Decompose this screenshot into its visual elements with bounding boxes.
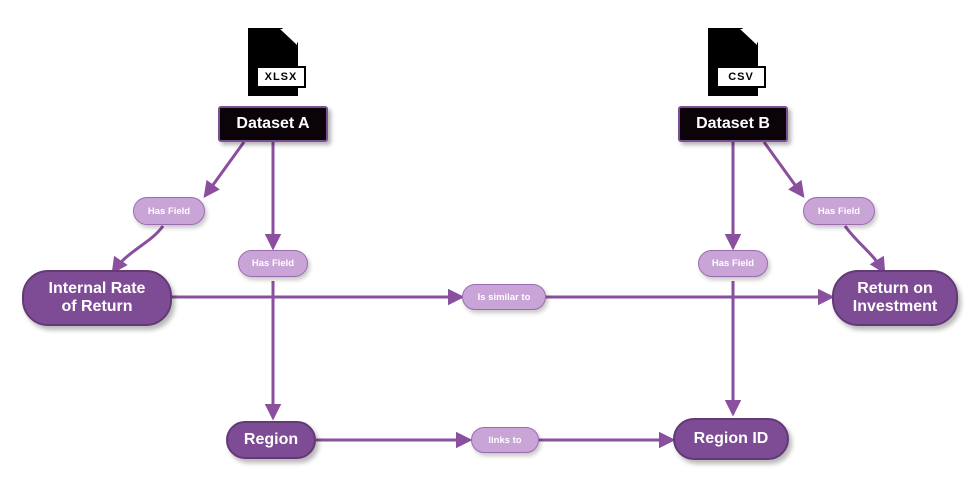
- node-region-id[interactable]: Region ID: [673, 418, 789, 460]
- edge-label-text: Has Field: [147, 205, 191, 217]
- node-irr-label-line1: Internal Rate: [48, 280, 146, 298]
- node-return-on-investment[interactable]: Return on Investment: [832, 270, 958, 326]
- xlsx-file-icon: XLSX: [248, 28, 306, 96]
- node-internal-rate-of-return[interactable]: Internal Rate of Return: [22, 270, 172, 326]
- edge-dataset-b-to-has-field-roi: [762, 141, 805, 199]
- edge-label-has-field-a-irr[interactable]: Has Field: [133, 197, 205, 225]
- edge-label-links-to[interactable]: links to: [471, 427, 539, 453]
- node-region-id-label: Region ID: [693, 430, 769, 448]
- node-roi-label-line2: Investment: [852, 298, 938, 315]
- edge-dataset-a-to-has-field-irr: [203, 141, 246, 199]
- node-dataset-a-label: Dataset A: [236, 115, 310, 132]
- node-region[interactable]: Region: [226, 421, 316, 459]
- edge-label-text: Is similar to: [477, 291, 531, 303]
- node-region-label: Region: [243, 431, 299, 449]
- node-roi-label-line1: Return on: [857, 280, 933, 298]
- file-extension-badge: XLSX: [256, 66, 306, 88]
- node-dataset-b[interactable]: Dataset B: [678, 106, 788, 142]
- edge-label-text: Has Field: [817, 205, 861, 217]
- edge-label-text: Has Field: [711, 258, 755, 269]
- node-dataset-b-label: Dataset B: [696, 115, 770, 132]
- file-extension-badge: CSV: [716, 66, 766, 88]
- edge-label-has-field-b-region-id[interactable]: Has Field: [698, 250, 768, 277]
- edge-has-field-to-roi: [843, 225, 886, 275]
- csv-file-icon: CSV: [708, 28, 766, 96]
- edge-label-has-field-b-roi[interactable]: Has Field: [803, 197, 875, 225]
- file-extension-label: XLSX: [258, 68, 304, 86]
- edge-label-is-similar-to[interactable]: Is similar to: [462, 284, 546, 310]
- edge-label-text: Has Field: [251, 258, 295, 269]
- edge-label-has-field-a-region[interactable]: Has Field: [238, 250, 308, 277]
- edge-label-text: links to: [488, 434, 522, 446]
- file-extension-label: CSV: [718, 68, 764, 86]
- node-dataset-a[interactable]: Dataset A: [218, 106, 328, 142]
- node-irr-label-line2: of Return: [61, 298, 133, 315]
- edge-has-field-to-irr: [111, 225, 165, 275]
